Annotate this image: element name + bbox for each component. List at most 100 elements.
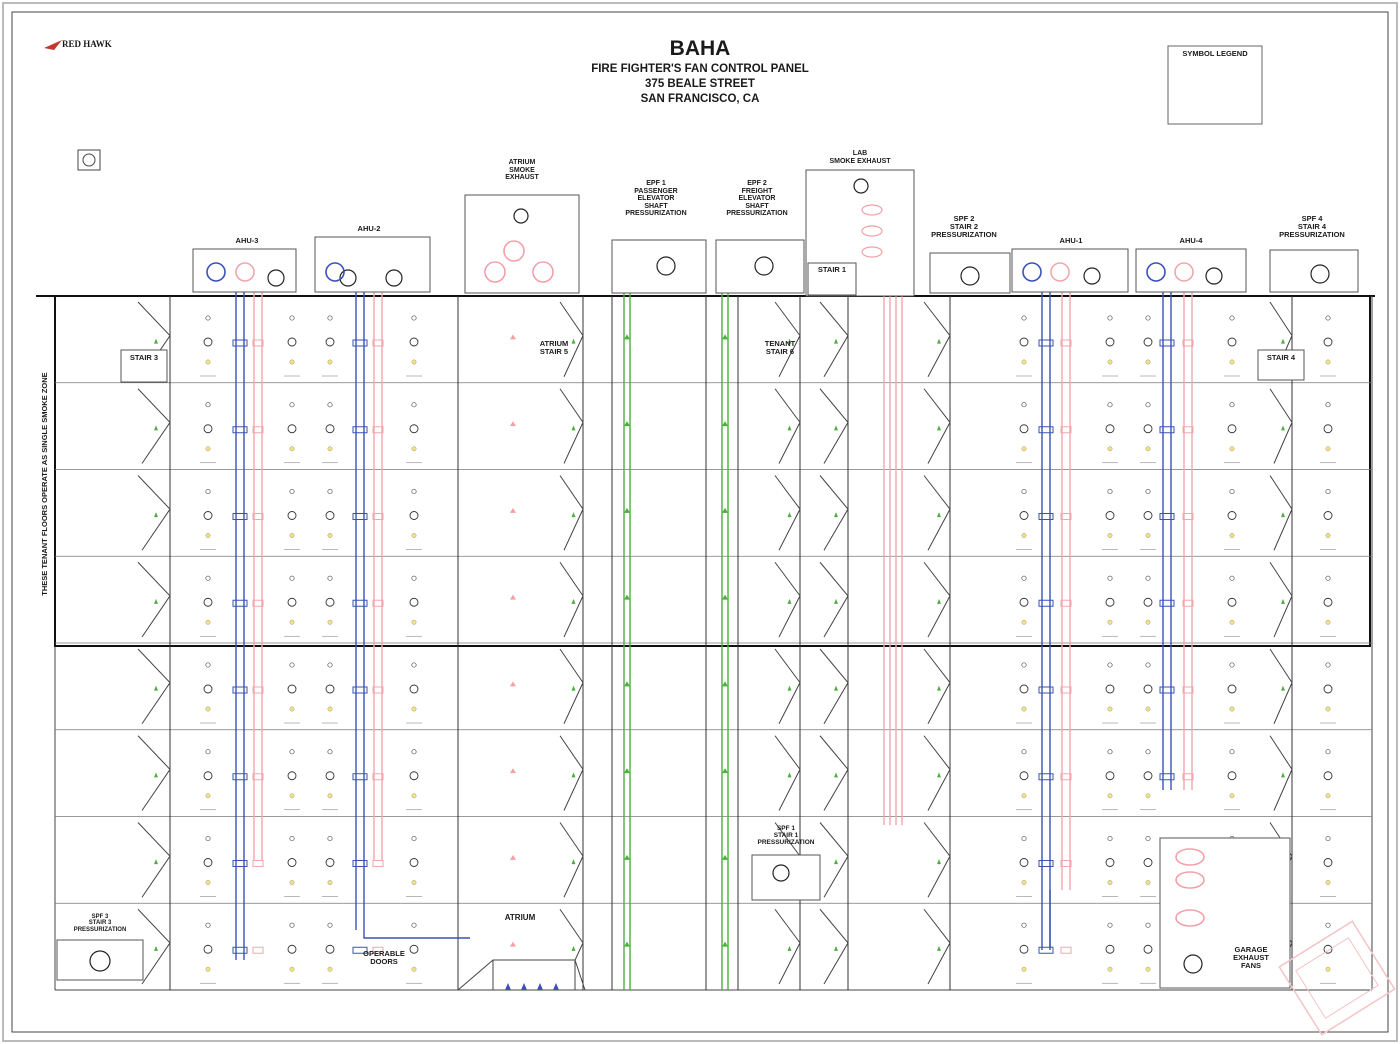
ahu3-return-fan-icon <box>235 262 255 282</box>
damper-closed-lamp-icon <box>1021 880 1027 885</box>
stair-pressure-arrow-icon <box>787 338 792 344</box>
damper-open-lamp-icon <box>1325 922 1331 928</box>
stair-flight <box>137 561 171 638</box>
stair-flight <box>1269 561 1293 638</box>
damper-closed-lamp-icon <box>289 359 295 365</box>
stair-pressure-arrow-icon <box>834 512 838 518</box>
damper-switch-icon <box>1143 858 1153 867</box>
damper-closed-lamp-icon <box>1107 880 1113 885</box>
damper-closed-lamp-icon <box>411 533 417 538</box>
damper-open-lamp-icon <box>1021 315 1027 321</box>
stair-pressure-arrow-icon <box>937 598 941 604</box>
supply-damper-icon <box>352 599 368 607</box>
damper-switch-icon <box>1143 684 1153 694</box>
return-damper-icon <box>1060 599 1072 607</box>
supply-damper-icon <box>232 339 248 347</box>
damper-open-lamp-icon <box>1325 402 1331 408</box>
page-title: BAHA <box>669 37 731 60</box>
damper-switch-icon <box>409 337 419 347</box>
stair-pressure-arrow-icon <box>571 425 576 431</box>
supply-damper-icon <box>1038 946 1054 954</box>
stair-pressure-arrow-icon <box>834 598 838 604</box>
damper-closed-lamp-icon <box>411 706 417 712</box>
page-subtitle: FIRE FIGHTER'S FAN CONTROL PANEL <box>591 63 809 75</box>
return-damper-icon <box>252 599 264 607</box>
return-damper-icon <box>252 513 264 520</box>
damper-switch-icon <box>287 424 297 434</box>
return-damper-icon <box>372 946 384 954</box>
return-damper-icon <box>372 773 384 781</box>
damper-open-lamp-icon <box>289 835 295 842</box>
stair-pressure-arrow-icon <box>834 859 838 865</box>
stair-pressure-arrow-icon <box>571 512 576 518</box>
supply-damper-icon <box>232 686 248 694</box>
damper-switch-icon <box>287 597 297 607</box>
stair-pressure-arrow-icon <box>937 512 941 518</box>
supply-duct-branch <box>363 930 470 939</box>
damper-closed-lamp-icon <box>289 966 295 972</box>
atrium-exhaust-marker-icon <box>510 594 516 600</box>
damper-closed-lamp-icon <box>1021 706 1027 712</box>
damper-closed-lamp-icon <box>1229 359 1235 365</box>
supply-damper-icon <box>232 426 248 434</box>
damper-switch-icon <box>1143 771 1153 781</box>
return-damper-icon <box>372 426 384 434</box>
return-damper-icon <box>252 773 264 781</box>
damper-closed-lamp-icon <box>1107 359 1113 365</box>
supply-damper-icon <box>232 513 248 520</box>
damper-open-lamp-icon <box>1021 749 1027 755</box>
damper-switch-icon <box>1105 337 1115 347</box>
stair-flight <box>774 301 801 377</box>
damper-switch-icon <box>325 511 335 520</box>
damper-open-lamp-icon <box>1107 835 1113 842</box>
epf1-dial-icon <box>656 256 676 276</box>
logo-wing-icon <box>44 40 62 50</box>
stair-flight <box>559 561 584 638</box>
damper-switch-icon <box>1019 684 1029 694</box>
damper-switch-icon <box>287 511 297 520</box>
page-address: 375 BEALE STREET <box>645 78 755 90</box>
shaft-arrow-icon <box>624 594 630 600</box>
supply-damper-icon <box>232 860 248 867</box>
stair-flight <box>819 648 849 725</box>
damper-closed-lamp-icon <box>1107 619 1113 625</box>
supply-damper-icon <box>1038 339 1054 347</box>
damper-open-lamp-icon <box>289 575 295 581</box>
vent-arrow-1-icon <box>505 983 511 990</box>
damper-switch-icon <box>1105 684 1115 694</box>
damper-closed-lamp-icon <box>1107 446 1113 452</box>
damper-open-lamp-icon <box>1325 662 1331 668</box>
damper-open-lamp-icon <box>411 315 417 321</box>
damper-open-lamp-icon <box>1325 315 1331 321</box>
stair-flight <box>1269 648 1293 724</box>
damper-switch-icon <box>1105 944 1115 954</box>
damper-closed-lamp-icon <box>289 446 295 452</box>
floor-lines <box>55 382 1372 904</box>
damper-open-lamp-icon <box>205 488 211 495</box>
return-damper-icon <box>252 860 264 867</box>
shaft-arrow-icon <box>722 507 728 513</box>
damper-open-lamp-icon <box>1145 749 1151 755</box>
damper-closed-lamp-icon <box>289 880 295 885</box>
stair3-label: STAIR 3 <box>129 353 159 362</box>
supply-damper-icon <box>352 339 368 347</box>
damper-closed-lamp-icon <box>1325 706 1331 712</box>
damper-closed-lamp-icon <box>1145 966 1151 972</box>
atrium-exhaust-marker-icon <box>510 421 516 427</box>
supply-damper-icon <box>352 426 368 434</box>
damper-open-lamp-icon <box>327 315 333 321</box>
damper-switch-icon <box>203 424 213 434</box>
lab-fan-2-icon <box>861 225 883 237</box>
return-damper-icon <box>1182 513 1194 520</box>
ahu2-supply-fan-icon <box>325 262 345 282</box>
damper-open-lamp-icon <box>1145 315 1151 321</box>
stair-pressure-arrow-icon <box>937 945 941 951</box>
damper-closed-lamp-icon <box>1229 793 1235 799</box>
damper-closed-lamp-icon <box>289 533 295 538</box>
lab-fan-3-icon <box>861 246 883 258</box>
